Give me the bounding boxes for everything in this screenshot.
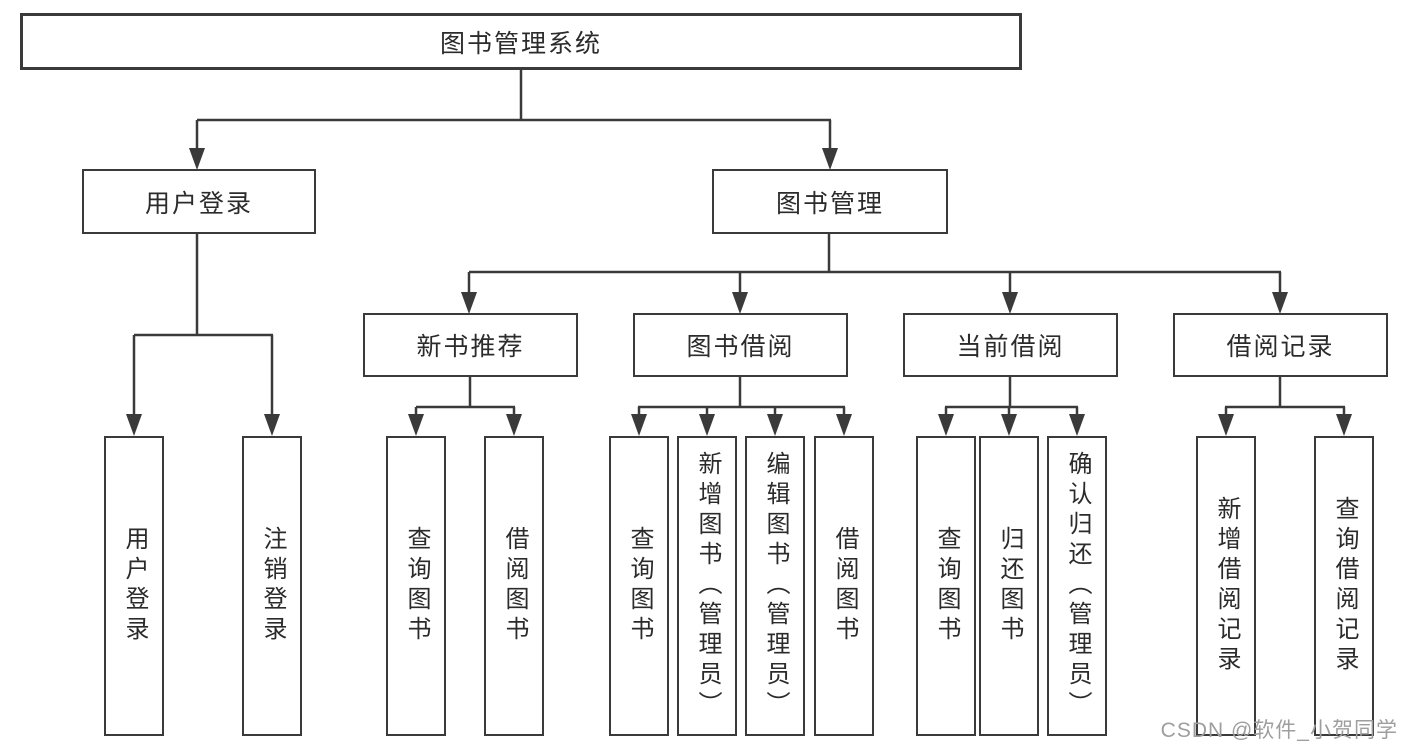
leaf-user-login-label: 用户登录 <box>121 526 148 646</box>
leaf-edit-books-admin: 编辑图书（管理员） <box>745 436 805 736</box>
node-root-label: 图书管理系统 <box>439 29 602 58</box>
node-current-borrowing-label: 当前借阅 <box>956 333 1065 361</box>
node-borrowing-records: 借阅记录 <box>1173 313 1388 377</box>
leaf-edit-books-admin-label: 编辑图书（管理员） <box>762 451 789 721</box>
leaf-add-borrow-record: 新增借阅记录 <box>1196 436 1256 736</box>
leaf-logout: 注销登录 <box>242 436 302 736</box>
leaf-query-borrow-record: 查询借阅记录 <box>1314 436 1374 736</box>
node-new-book-recommend-label: 新书推荐 <box>416 333 525 361</box>
leaf-query-books-recommend: 查询图书 <box>386 436 446 736</box>
node-root-system: 图书管理系统 <box>20 13 1022 70</box>
node-user-login-label: 用户登录 <box>144 189 253 218</box>
node-new-book-recommend: 新书推荐 <box>363 313 578 377</box>
node-book-borrowing: 图书借阅 <box>633 313 848 377</box>
leaf-query-borrow-record-label: 查询借阅记录 <box>1331 496 1358 676</box>
node-user-login: 用户登录 <box>82 169 316 234</box>
leaf-logout-label: 注销登录 <box>259 526 286 646</box>
leaf-query-books-borrowing: 查询图书 <box>609 436 669 736</box>
leaf-borrow-books: 借阅图书 <box>814 436 874 736</box>
node-book-management: 图书管理 <box>712 169 948 234</box>
leaf-add-books-admin-label: 新增图书（管理员） <box>694 451 721 721</box>
node-current-borrowing: 当前借阅 <box>903 313 1118 377</box>
node-borrowing-records-label: 借阅记录 <box>1226 333 1335 361</box>
watermark: CSDN @软件_小贺同学 <box>1160 719 1398 742</box>
node-book-borrowing-label: 图书借阅 <box>686 333 795 361</box>
leaf-query-books-current: 查询图书 <box>916 436 976 736</box>
leaf-add-books-admin: 新增图书（管理员） <box>677 436 737 736</box>
leaf-query-books-recommend-label: 查询图书 <box>403 526 430 646</box>
leaf-confirm-return-admin: 确认归还（管理员） <box>1047 436 1107 736</box>
leaf-return-books-label: 归还图书 <box>996 526 1023 646</box>
leaf-return-books: 归还图书 <box>979 436 1039 736</box>
arrowheads <box>126 148 1352 436</box>
leaf-user-login: 用户登录 <box>104 436 164 736</box>
leaf-borrow-books-label: 借阅图书 <box>831 526 858 646</box>
leaf-confirm-return-admin-label: 确认归还（管理员） <box>1064 451 1091 721</box>
leaf-borrow-books-recommend: 借阅图书 <box>484 436 544 736</box>
leaf-borrow-books-recommend-label: 借阅图书 <box>501 526 528 646</box>
leaf-add-borrow-record-label: 新增借阅记录 <box>1213 496 1240 676</box>
node-book-management-label: 图书管理 <box>775 189 884 218</box>
leaf-query-books-current-label: 查询图书 <box>933 526 960 646</box>
leaf-query-books-borrowing-label: 查询图书 <box>626 526 653 646</box>
